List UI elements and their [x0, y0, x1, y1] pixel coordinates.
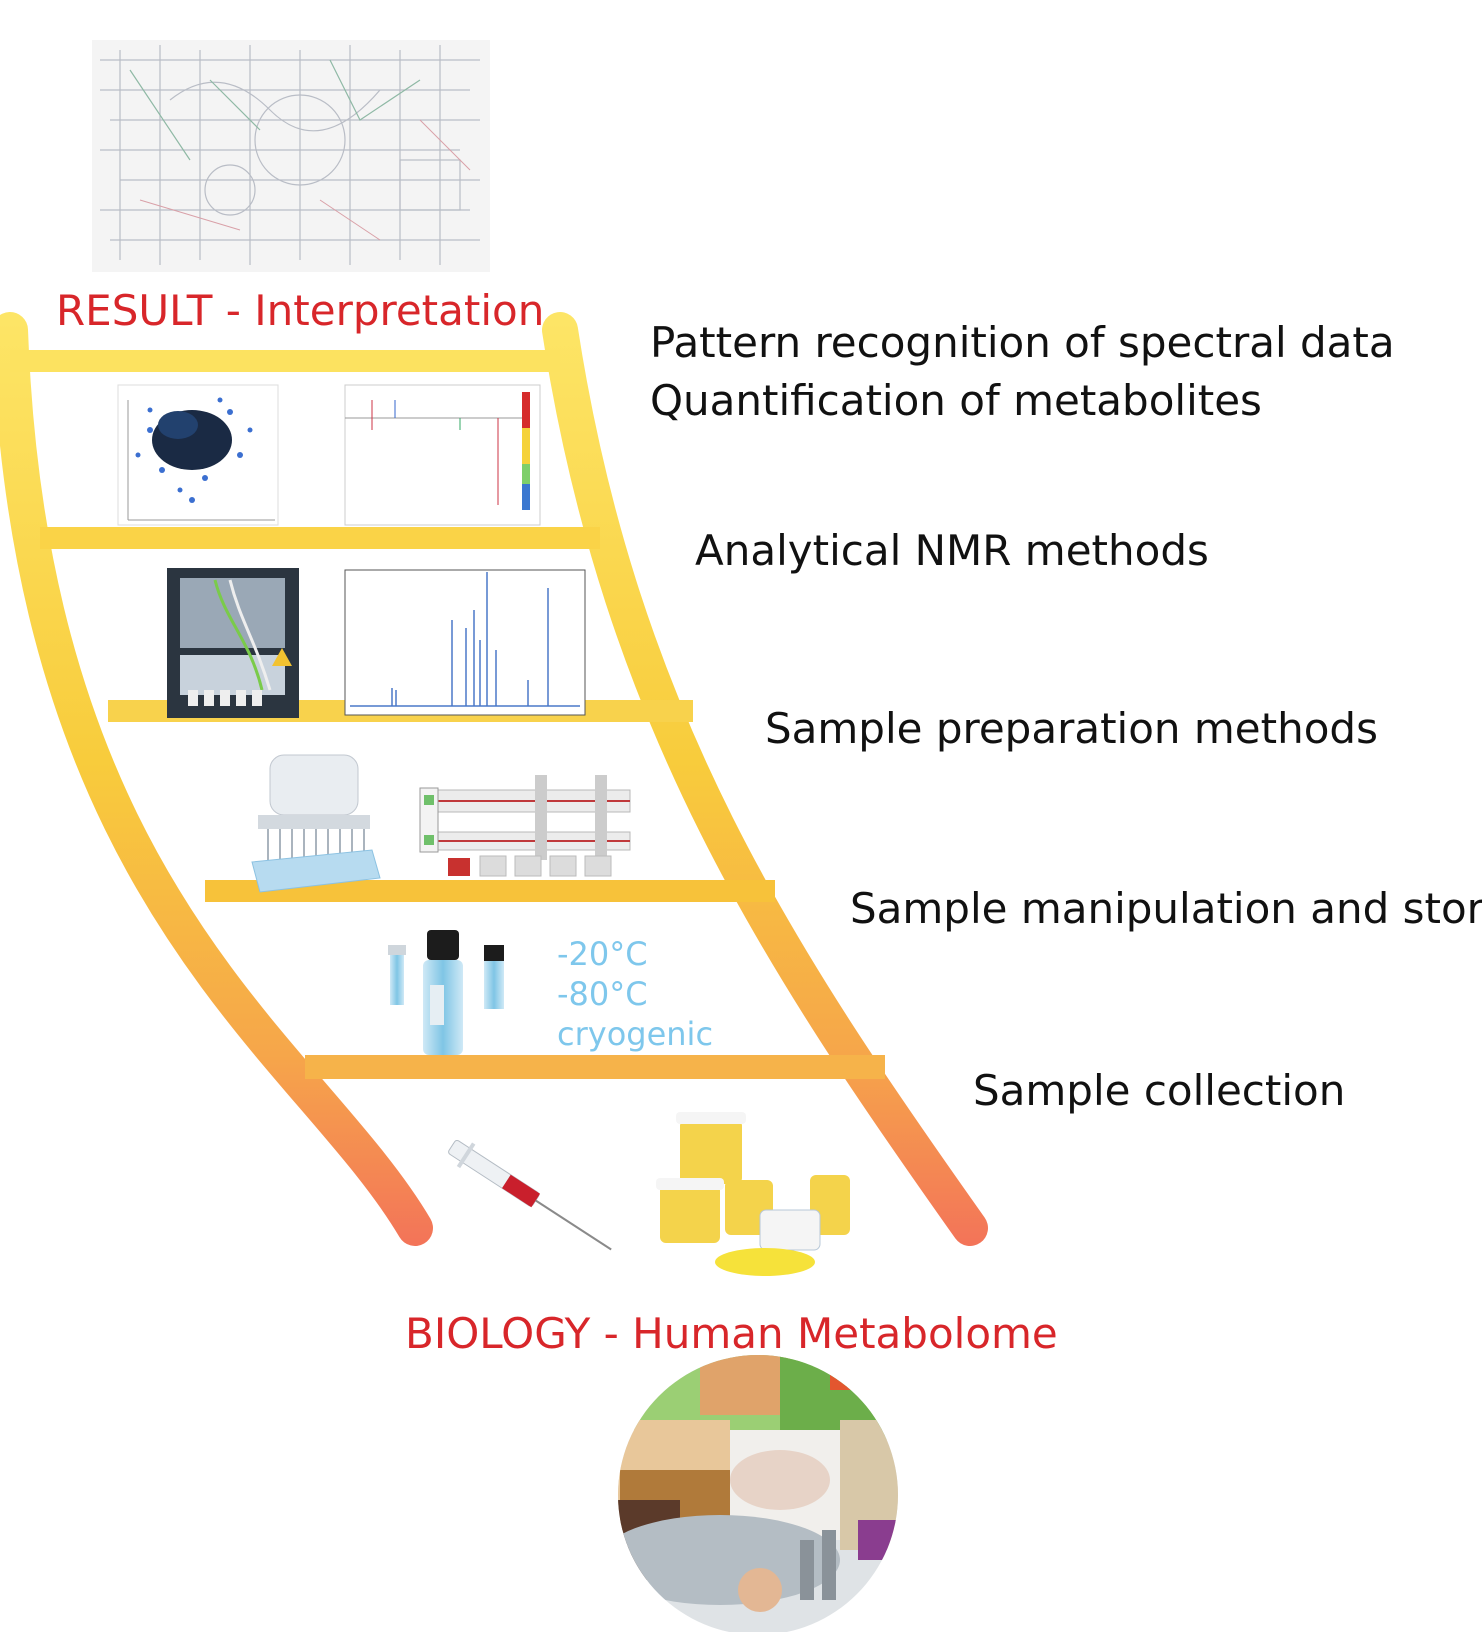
- step-pattern-recognition: Pattern recognition of spectral data: [650, 318, 1395, 367]
- temp-minus-20: -20°C: [557, 935, 648, 973]
- urine-containers: [656, 1112, 850, 1276]
- temp-minus-80: -80°C: [557, 975, 648, 1013]
- step-quantification: Quantification of metabolites: [650, 376, 1262, 425]
- metabolic-pathway-map: [92, 40, 490, 272]
- result-label: RESULT - Interpretation: [56, 286, 545, 335]
- nmr-spectrum: [344, 569, 586, 716]
- step-analytical-nmr: Analytical NMR methods: [695, 526, 1209, 575]
- step-sample-manipulation: Sample manipulation and stora: [850, 884, 1482, 933]
- multichannel-pipette: [251, 754, 381, 893]
- biology-label: BIOLOGY - Human Metabolome: [405, 1309, 1058, 1358]
- step-sample-collection: Sample collection: [973, 1066, 1346, 1115]
- step-sample-preparation: Sample preparation methods: [765, 704, 1378, 753]
- sample-vials: [388, 930, 504, 1055]
- lifestyle-collage: [618, 1355, 898, 1632]
- nmr-sample-changer: [167, 568, 299, 718]
- ladder-rails: [0, 312, 988, 1246]
- liquid-handling-robot: [419, 775, 631, 877]
- blood-syringe: [448, 1139, 612, 1251]
- stocsy-plot: [344, 384, 541, 526]
- pca-score-plot: [117, 384, 279, 526]
- temp-cryogenic: cryogenic: [557, 1015, 714, 1053]
